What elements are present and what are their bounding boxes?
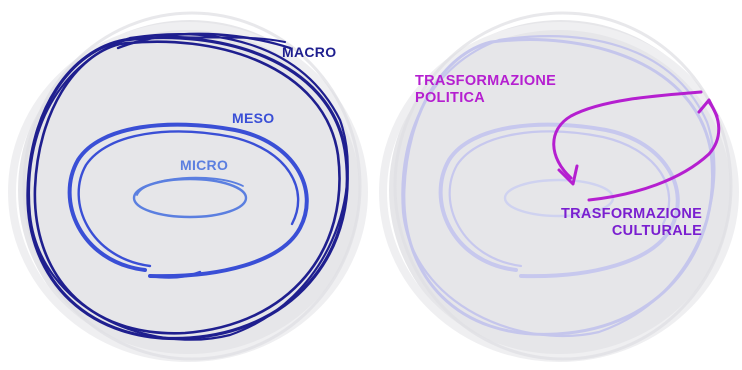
faded-macro-ring bbox=[401, 35, 716, 337]
trasformazione-culturale-label: TRASFORMAZIONE CULTURALE bbox=[561, 206, 702, 240]
trasformazione-culturale-line2: CULTURALE bbox=[611, 223, 703, 239]
meso-label: MESO bbox=[232, 110, 275, 126]
levels-diagram-graphic bbox=[8, 11, 368, 362]
levels-diagram-panel: MACRO MESO MICRO bbox=[8, 11, 368, 362]
macro-label: MACRO bbox=[282, 44, 337, 60]
transformation-diagram-panel: TRASFORMAZIONE POLITICA TRASFORMAZIONE C… bbox=[371, 0, 742, 370]
background-disc bbox=[379, 11, 739, 362]
trasformazione-culturale-line1: TRASFORMAZIONE bbox=[561, 206, 703, 222]
faded-meso-ring bbox=[438, 122, 680, 279]
macro-ring bbox=[26, 32, 349, 341]
meso-ring bbox=[67, 122, 309, 279]
micro-label: MICRO bbox=[180, 157, 229, 173]
transformation-cycle-arrows bbox=[552, 90, 721, 202]
trasformazione-politica-line2: POLITICA bbox=[415, 90, 486, 106]
transformation-diagram-graphic bbox=[379, 11, 739, 362]
background-disc bbox=[8, 11, 368, 362]
micro-ring bbox=[132, 176, 248, 219]
trasformazione-politica-line1: TRASFORMAZIONE bbox=[415, 73, 557, 89]
trasformazione-politica-label: TRASFORMAZIONE POLITICA bbox=[415, 73, 556, 107]
